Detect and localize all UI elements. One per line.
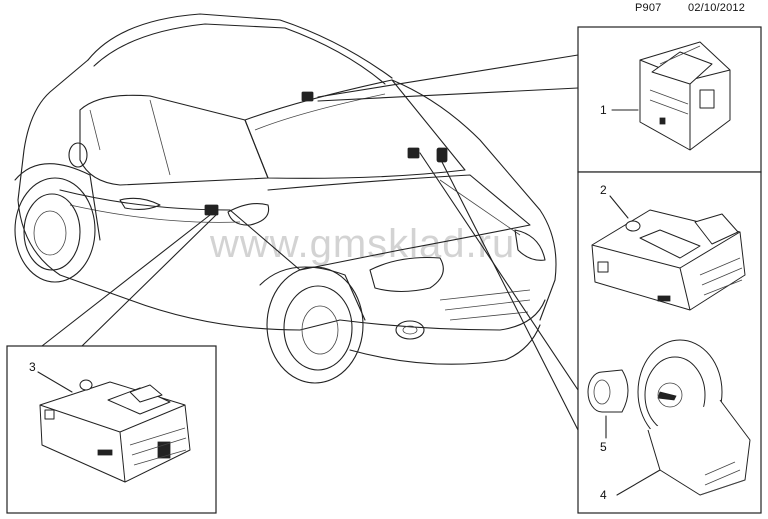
part-5-knob bbox=[587, 369, 629, 439]
callout-5: 5 bbox=[600, 440, 607, 454]
car-illustration bbox=[14, 13, 557, 384]
page-code: P907 bbox=[635, 2, 662, 14]
callout-1: 1 bbox=[600, 103, 607, 117]
roof-switch-marker bbox=[301, 91, 314, 102]
watermark: www.gmsklad.ru bbox=[210, 222, 516, 266]
callout-3: 3 bbox=[29, 360, 36, 374]
diagram-date: 02/10/2012 bbox=[688, 2, 746, 14]
leader-lines bbox=[41, 54, 579, 431]
callout-4: 4 bbox=[600, 488, 607, 502]
part-1-switch bbox=[611, 41, 731, 151]
part-3-switch bbox=[37, 371, 191, 483]
dash-switch-marker bbox=[407, 147, 420, 159]
door-switch-marker bbox=[204, 204, 219, 216]
callout-2: 2 bbox=[600, 183, 607, 197]
part-4-light-switch bbox=[616, 339, 751, 496]
light-switch-marker bbox=[436, 147, 448, 163]
part-2-switch bbox=[591, 195, 746, 311]
